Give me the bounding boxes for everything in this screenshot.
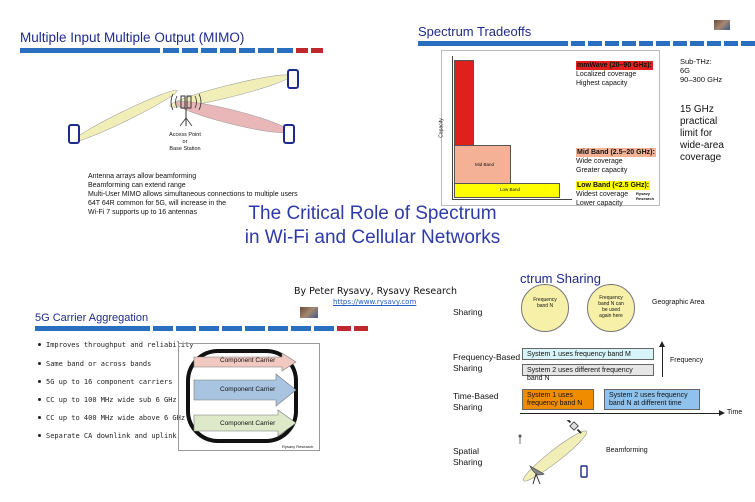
freq-axis-arrowhead-icon	[659, 341, 665, 347]
access-point-antenna-icon	[170, 93, 202, 127]
geo-row-label: Sharing	[453, 307, 483, 317]
geo-circle-2-label: Frequency band N can be used again here	[598, 295, 624, 319]
mimo-title: Multiple Input Multiple Output (MIMO)	[20, 30, 245, 45]
carrier-label-middle: Component Carrier	[220, 386, 276, 393]
sharing-title: ctrum Sharing	[520, 271, 601, 286]
time-row-label: Time-Based Sharing	[453, 391, 499, 412]
carrier-arrow-middle	[193, 373, 297, 407]
carrier-label-bottom: Component Carrier	[220, 420, 276, 427]
aggregation-bullet: CC up to 100 MHz wide sub 6 GHz	[38, 396, 177, 404]
mimo-title-bar	[20, 48, 323, 53]
geo-circle-1	[521, 284, 569, 332]
geo-circle-2	[587, 284, 635, 332]
phone-icon-spatial	[580, 465, 588, 478]
freq-row-label: Frequency-Based Sharing	[453, 352, 521, 373]
lowband-legend: Low Band (<2.5 GHz): Widest coverage Low…	[576, 181, 651, 207]
midband-legend: Mid Band (2.5–20 GHz): Wide coverage Gre…	[576, 148, 656, 174]
carrier-label-top: Component Carrier	[220, 357, 276, 364]
center-title: The Critical Role of Spectrum in Wi-Fi a…	[200, 202, 545, 250]
aggregation-bullet: Same band or across bands	[37, 360, 152, 368]
tower-icon-top	[518, 434, 522, 444]
aggregation-title-bar	[35, 326, 368, 331]
time-box-2: System 2 uses frequency band N at differ…	[604, 389, 700, 410]
aggregation-bullet: 5G up to 16 component carriers	[37, 378, 173, 386]
carrier-arrow-top	[193, 352, 297, 372]
presenter-thumbnail-icon-2	[300, 307, 318, 318]
aggregation-bullet: Separate CA downlink and uplink	[38, 432, 177, 440]
aggregation-bullet: Improves throughput and reliability	[38, 341, 194, 349]
tradeoffs-x-axis-line	[452, 199, 572, 200]
aggregation-title: 5G Carrier Aggregation	[35, 312, 149, 324]
website-link[interactable]: https://www.rysavy.com	[333, 298, 417, 306]
freq-axis-label: Frequency	[670, 357, 704, 364]
center-title-line2: in Wi-Fi and Cellular Networks	[244, 227, 501, 248]
tradeoffs-title-bar	[418, 41, 755, 46]
mimo-text: Antenna arrays allow beamforming Beamfor…	[88, 173, 298, 216]
presenter-thumbnail-icon	[714, 20, 730, 30]
limit-note: 15 GHz practical limit for wide-area cov…	[680, 104, 724, 163]
ap-label: Access Point or Base Station	[169, 132, 201, 152]
tradeoffs-y-axis-label: Capacity	[438, 118, 445, 138]
time-axis-arrow	[520, 413, 720, 414]
author-line: By Peter Rysavy, Rysavy Research	[294, 286, 457, 297]
aggregation-diagram	[186, 349, 298, 443]
geo-area-label: Geographic Area	[652, 299, 705, 306]
aggregation-diagram-frame	[178, 343, 320, 451]
aggregation-bullet: CC up to 400 MHz wide above 6 GHz	[37, 414, 186, 422]
tradeoffs-chart-frame	[441, 50, 660, 206]
midband-bar-label: Mid Band	[475, 162, 495, 167]
phone-icon-top-right	[287, 69, 299, 89]
freq-box-2: System 2 uses different frequency band N	[522, 364, 654, 382]
tradeoffs-y-axis-line	[452, 56, 453, 199]
carrier-arrow-bottom	[193, 409, 297, 437]
satellite-icon	[566, 420, 582, 434]
time-axis-arrowhead-icon	[719, 410, 725, 416]
center-title-line1: The Critical Role of Spectrum	[248, 203, 497, 224]
time-box-1: System 1 uses frequency band N	[522, 389, 594, 410]
aggregation-credit: Rysavy Research	[282, 444, 314, 449]
phone-icon-left	[68, 124, 80, 144]
beamforming-diagram	[518, 420, 588, 485]
freq-box-1: System 1 uses frequency band M	[522, 348, 654, 360]
beamforming-label: Beamforming	[606, 447, 648, 454]
tradeoffs-credit: Rysavy Research	[636, 191, 655, 201]
time-axis-label: Time	[727, 409, 743, 416]
spatial-row-label: Spatial Sharing	[453, 446, 483, 467]
geo-circle-1-label: Frequency band N	[533, 297, 557, 309]
phone-icon-right	[283, 124, 295, 144]
dish-antenna-icon	[529, 465, 545, 485]
tradeoffs-title: Spectrum Tradeoffs	[418, 24, 532, 39]
lowband-bar: Low Band	[454, 183, 560, 198]
freq-axis-arrow	[662, 345, 663, 377]
lowband-bar-label: Low Band	[500, 187, 521, 192]
mmwave-legend: mmWave (20–90 GHz): Localized coverage H…	[576, 61, 653, 87]
beam-ellipse	[523, 430, 587, 482]
sub-thz-note: Sub-THz: 6G 90–300 GHz	[680, 57, 723, 84]
mimo-diagram	[68, 69, 299, 144]
